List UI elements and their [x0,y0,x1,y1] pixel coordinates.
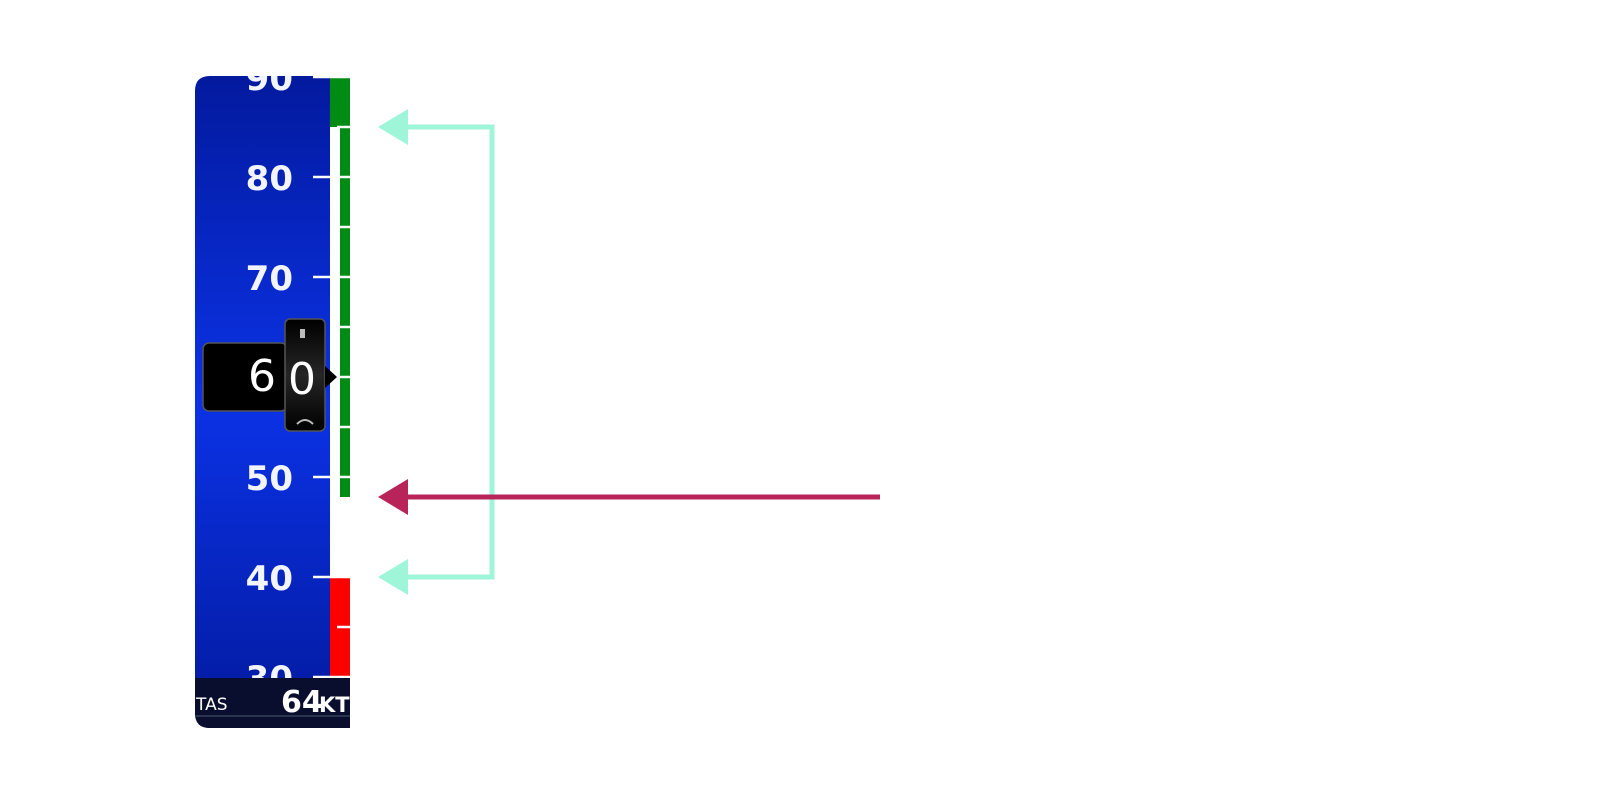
annotations [378,109,880,595]
green-band-upper [330,77,350,127]
scale-ticks [313,76,350,679]
tas-label: TAS [195,695,228,715]
bracket-line [395,124,495,580]
bracket-bottom-arrowhead-icon [378,559,408,595]
scale-label: 70 [246,259,293,299]
tas-readout: TAS 64 KT [195,678,350,728]
drum-lower-digit-hint [296,419,314,425]
scale-label: 90 [246,59,293,99]
scale-label: 40 [246,559,293,599]
pointer-arrowhead-icon [378,479,408,515]
green-band [340,77,350,497]
airspeed-tape: 304050708090 6 0 TAS 64 KT [195,59,350,728]
tas-strip [195,678,350,728]
speed-range-bracket [378,109,495,595]
tas-value: 64 [281,685,323,720]
tas-unit: KT [319,693,350,717]
bracket-top-arrowhead-icon [378,109,408,145]
current-speed-indicator: 6 0 [202,318,337,432]
drum-upper-digit-hint [300,329,305,338]
speed-pointer-arrow [378,479,880,515]
indicator-ones-digit: 0 [288,354,316,405]
scale-label: 50 [246,459,293,499]
scale-label: 80 [246,159,293,199]
indicator-tens-digit: 6 [248,351,276,402]
indicator-pointer-icon [325,366,337,388]
